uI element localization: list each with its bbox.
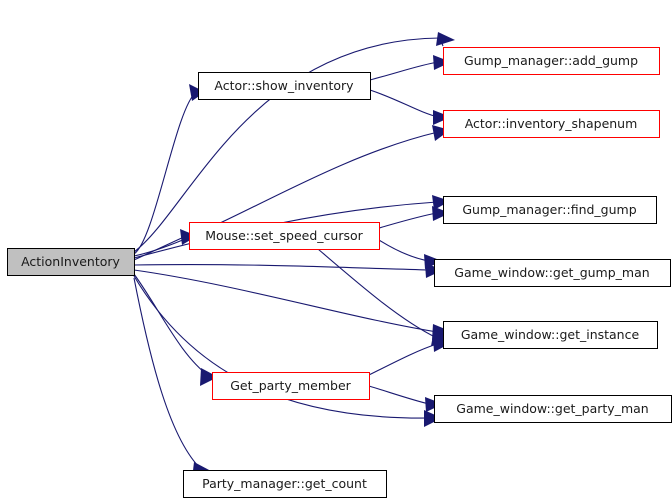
node-label: Game_window::get_instance	[461, 327, 640, 342]
node-label: Game_window::get_party_man	[456, 401, 648, 416]
arrowhead-icon	[189, 84, 205, 101]
edge-mouse_set_speed_cursor-to-game_window_get_gump_man	[378, 239, 442, 269]
edge-action_inventory-to-actor_show_inventory	[133, 84, 205, 255]
edge-line	[369, 89, 439, 118]
node-party_manager_get_count[interactable]: Party_manager::get_count	[183, 470, 387, 498]
node-label: Gump_manager::add_gump	[464, 53, 638, 68]
arrowhead-icon	[432, 206, 450, 221]
edge-get_party_member-to-game_window_get_instance	[368, 337, 451, 376]
node-label: Party_manager::get_count	[202, 476, 367, 491]
edge-line	[368, 385, 430, 405]
edge-action_inventory-to-get_party_member	[133, 273, 218, 386]
node-box[interactable]	[443, 321, 658, 349]
edge-action_inventory-to-gump_manager_add_gump	[133, 32, 455, 253]
node-gump_manager_find_gump[interactable]: Gump_manager::find_gump	[443, 196, 657, 224]
edge-line	[133, 131, 439, 257]
arrowhead-icon	[432, 195, 450, 210]
arrowhead-icon	[436, 32, 455, 46]
edge-action_inventory-to-game_window_get_instance	[133, 269, 450, 340]
node-box[interactable]	[189, 222, 380, 250]
edge-line	[133, 263, 431, 271]
edge-line	[133, 277, 203, 471]
arrowhead-icon	[424, 254, 442, 269]
node-mouse_set_speed_cursor[interactable]: Mouse::set_speed_cursor	[189, 222, 380, 250]
node-box[interactable]	[434, 259, 671, 287]
node-label: Game_window::get_gump_man	[454, 265, 649, 280]
node-label: Actor::inventory_shapenum	[465, 116, 638, 131]
node-box[interactable]	[7, 248, 135, 276]
node-get_party_member[interactable]: Get_party_member	[212, 372, 370, 400]
arrowhead-icon	[424, 410, 442, 427]
edge-get_party_member-to-game_window_get_party_man	[368, 385, 443, 412]
node-box[interactable]	[443, 110, 660, 138]
edge-line	[133, 269, 438, 333]
edge-action_inventory-to-mouse_set_speed_cursor	[133, 229, 197, 261]
node-actor_inventory_shapenum[interactable]: Actor::inventory_shapenum	[443, 110, 660, 138]
node-action_inventory[interactable]: ActionInventory	[7, 248, 135, 276]
node-label: ActionInventory	[21, 254, 120, 269]
node-label: Actor::show_inventory	[214, 78, 354, 93]
edge-action_inventory-to-game_window_get_party_man	[133, 275, 442, 427]
node-game_window_get_instance[interactable]: Game_window::get_instance	[443, 321, 658, 349]
edge-line	[378, 239, 430, 262]
edge-action_inventory-to-game_window_get_gump_man	[133, 263, 443, 278]
node-box[interactable]	[443, 47, 660, 75]
edge-action_inventory-to-party_manager_get_count	[133, 277, 211, 479]
node-label: Get_party_member	[230, 378, 351, 393]
edges-layer	[133, 32, 455, 479]
node-label: Gump_manager::find_gump	[462, 202, 636, 217]
arrowhead-icon	[433, 337, 451, 352]
arrowhead-icon	[433, 110, 451, 125]
edge-line	[133, 37, 444, 253]
node-gump_manager_add_gump[interactable]: Gump_manager::add_gump	[443, 47, 660, 75]
arrowhead-icon	[200, 368, 218, 386]
edge-mouse_set_speed_cursor-to-gump_manager_find_gump	[378, 206, 450, 229]
node-actor_show_inventory[interactable]: Actor::show_inventory	[198, 72, 371, 100]
edge-actor_show_inventory-to-actor_inventory_shapenum	[369, 89, 451, 125]
edge-line	[133, 91, 197, 255]
node-box[interactable]	[212, 372, 370, 400]
arrowhead-icon	[180, 229, 197, 245]
node-box[interactable]	[443, 196, 657, 224]
edge-line	[133, 235, 187, 261]
node-box[interactable]	[183, 470, 387, 498]
node-label: Mouse::set_speed_cursor	[205, 228, 363, 243]
edge-line	[369, 61, 439, 81]
edge-line	[378, 212, 438, 229]
edge-line	[368, 343, 438, 376]
edge-line	[133, 273, 210, 377]
node-game_window_get_gump_man[interactable]: Game_window::get_gump_man	[434, 259, 671, 287]
node-game_window_get_party_man[interactable]: Game_window::get_party_man	[434, 395, 672, 423]
edge-actor_show_inventory-to-gump_manager_add_gump	[369, 55, 451, 81]
node-box[interactable]	[198, 72, 371, 100]
nodes-layer: ActionInventoryActor::show_inventoryGump…	[7, 47, 672, 498]
arrowhead-icon	[433, 55, 451, 70]
edge-line	[317, 248, 438, 339]
